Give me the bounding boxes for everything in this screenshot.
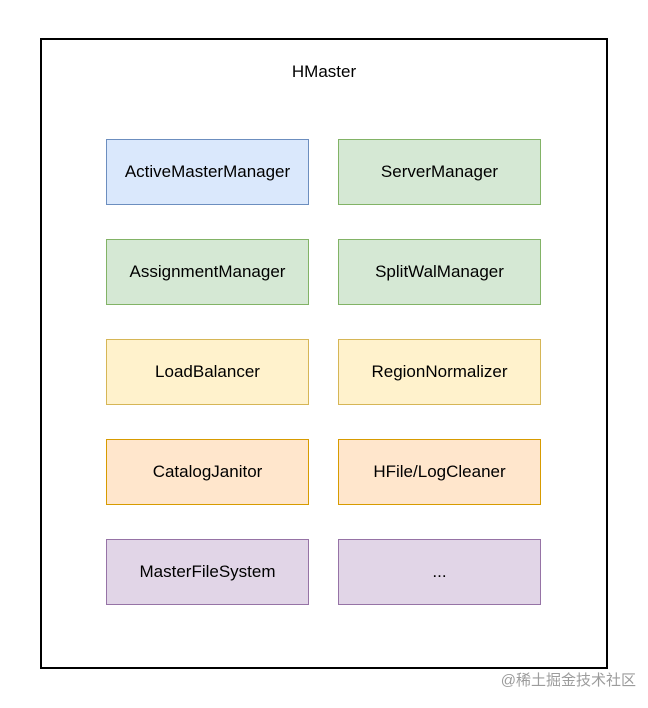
component-box-hfile-log-cleaner: HFile/LogCleaner (338, 439, 541, 505)
component-box-catalog-janitor: CatalogJanitor (106, 439, 309, 505)
component-box-region-normalizer: RegionNormalizer (338, 339, 541, 405)
component-box-active-master-manager: ActiveMasterManager (106, 139, 309, 205)
component-box-split-wal-manager: SplitWalManager (338, 239, 541, 305)
watermark: @稀土掘金技术社区 (500, 672, 636, 689)
component-box-assignment-manager: AssignmentManager (106, 239, 309, 305)
component-box-load-balancer: LoadBalancer (106, 339, 309, 405)
hmaster-container-box: HMaster ActiveMasterManager ServerManage… (40, 38, 608, 669)
component-grid: ActiveMasterManager ServerManager Assign… (106, 139, 541, 605)
component-box-ellipsis: ... (338, 539, 541, 605)
component-box-server-manager: ServerManager (338, 139, 541, 205)
component-box-master-file-system: MasterFileSystem (106, 539, 309, 605)
diagram-title: HMaster (291, 62, 357, 81)
